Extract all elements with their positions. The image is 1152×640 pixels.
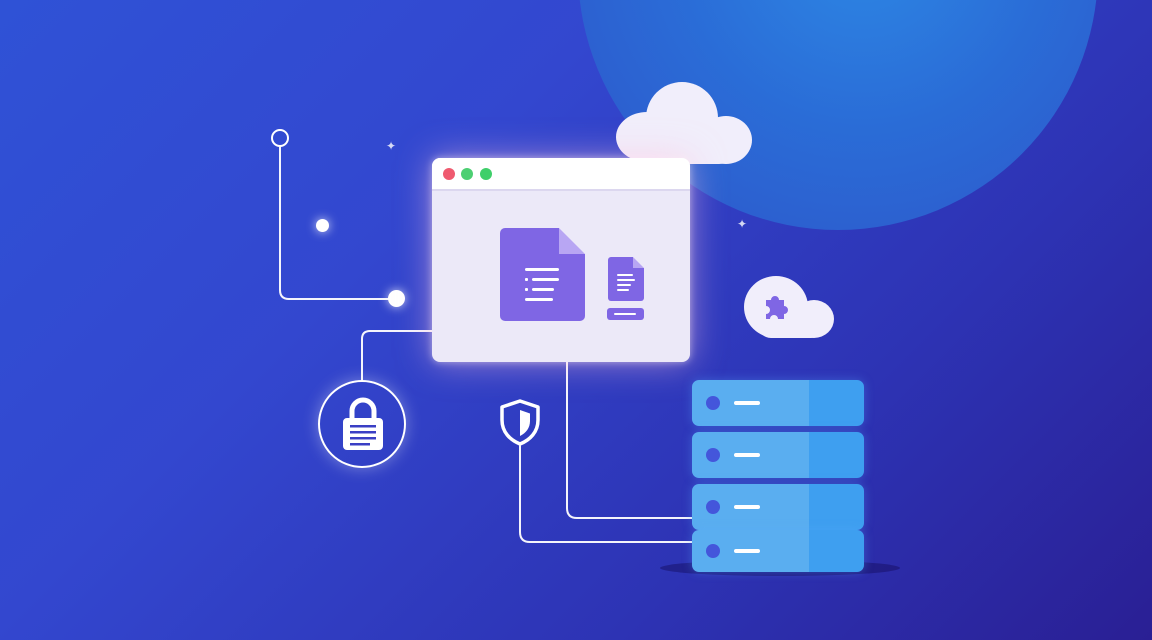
sparkle-icon: ✦ bbox=[737, 217, 748, 231]
lock-badge bbox=[318, 380, 406, 468]
connector-top-left bbox=[279, 146, 397, 300]
document-icon bbox=[500, 228, 585, 321]
minimize-dot bbox=[461, 168, 473, 180]
sparkle-icon: ✦ bbox=[386, 139, 397, 153]
server-bar bbox=[734, 401, 760, 405]
server-icon bbox=[692, 432, 864, 478]
node-ring bbox=[271, 129, 289, 147]
connector-shield-server bbox=[519, 445, 693, 543]
server-led bbox=[706, 396, 720, 410]
document-icon-small bbox=[608, 257, 644, 301]
server-led bbox=[706, 544, 720, 558]
server-bar bbox=[734, 549, 760, 553]
server-led bbox=[706, 448, 720, 462]
puzzle-icon bbox=[766, 296, 788, 319]
browser-window bbox=[432, 158, 690, 362]
server-icon bbox=[692, 380, 864, 426]
server-icon bbox=[692, 484, 864, 530]
connector-window-server bbox=[566, 361, 693, 519]
node-dot-small bbox=[316, 219, 329, 232]
server-bar bbox=[734, 453, 760, 457]
server-icon bbox=[692, 530, 864, 572]
server-led bbox=[706, 500, 720, 514]
browser-titlebar bbox=[432, 158, 690, 191]
close-dot bbox=[443, 168, 455, 180]
puzzle-cloud-icon bbox=[744, 272, 834, 340]
maximize-dot bbox=[480, 168, 492, 180]
shield-icon bbox=[500, 399, 540, 446]
server-bar bbox=[734, 505, 760, 509]
document-caption-bar bbox=[607, 308, 644, 320]
lock-icon bbox=[343, 397, 383, 450]
connector-lock bbox=[361, 330, 433, 381]
cloud-icon bbox=[616, 82, 752, 166]
node-dot-end bbox=[388, 290, 405, 307]
